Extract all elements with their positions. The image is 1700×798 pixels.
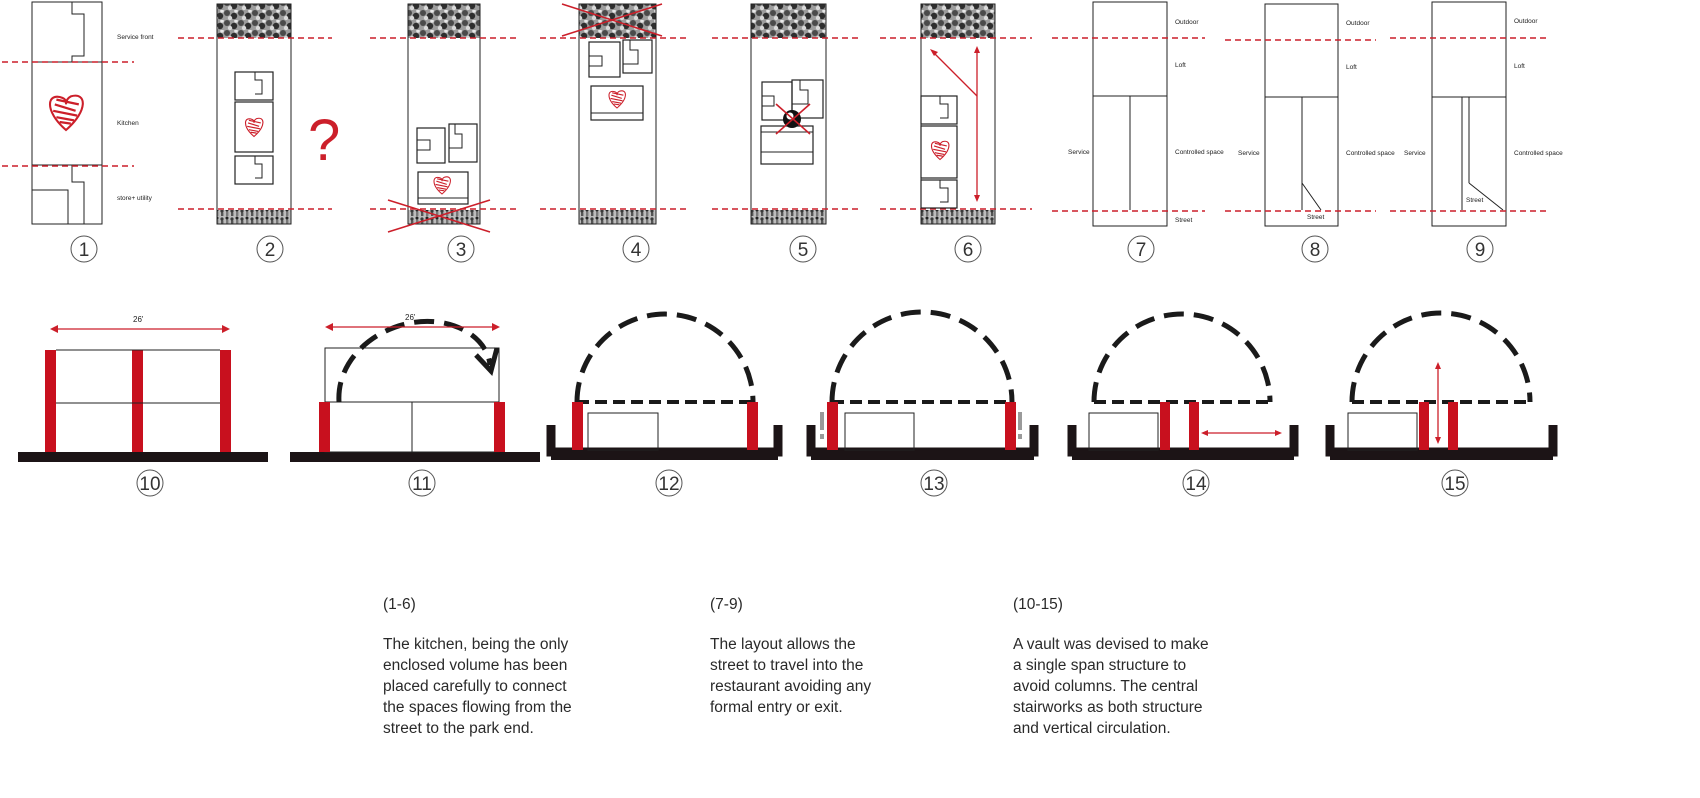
caption-range: (10-15) — [1013, 596, 1063, 613]
svg-text:15: 15 — [1444, 474, 1465, 495]
step-number-14: 14 — [1182, 469, 1210, 497]
svg-text:9: 9 — [1475, 240, 1486, 261]
caption-steps-7-9: (7-9) The layout allows the street to tr… — [710, 594, 910, 718]
caption-range: (7-9) — [710, 596, 743, 613]
p8-label-street: Street — [1307, 214, 1325, 221]
section-15 — [1325, 310, 1558, 460]
svg-text:1: 1 — [79, 240, 90, 261]
step-number-12: 12 — [655, 469, 683, 497]
step-number-9: 9 — [1466, 235, 1494, 263]
plan-3 — [370, 3, 520, 233]
p7-label-controlled: Controlled space — [1175, 149, 1224, 156]
plan-5 — [712, 3, 862, 225]
plan-4 — [540, 3, 690, 225]
svg-text:4: 4 — [631, 240, 642, 261]
section-12 — [546, 311, 783, 460]
dim-label-10: 26' — [133, 315, 144, 324]
caption-steps-1-6: (1-6) The kitchen, being the only enclos… — [383, 594, 603, 739]
caption-steps-10-15: (10-15) A vault was devised to make a si… — [1013, 594, 1243, 739]
plan-1: Service front Kitchen store+ utility — [2, 1, 154, 225]
caption-range: (1-6) — [383, 596, 416, 613]
caption-text: A vault was devised to make a single spa… — [1013, 636, 1209, 737]
caption-text: The layout allows the street to travel i… — [710, 636, 872, 716]
step-number-1: 1 — [70, 235, 98, 263]
step-number-4: 4 — [622, 235, 650, 263]
svg-text:8: 8 — [1310, 240, 1321, 261]
p9-label-street: Street — [1466, 197, 1484, 204]
p7-label-service: Service — [1068, 149, 1090, 156]
caption-text: The kitchen, being the only enclosed vol… — [383, 636, 572, 737]
svg-text:5: 5 — [798, 240, 809, 261]
section-14 — [1067, 311, 1299, 460]
step-number-2: 2 — [256, 235, 284, 263]
p8-label-controlled: Controlled space — [1346, 150, 1395, 157]
step-number-15: 15 — [1441, 469, 1469, 497]
label-store-utility: store+ utility — [117, 195, 153, 202]
dim-label-11: 26' — [405, 313, 416, 322]
p9-label-outdoor: Outdoor — [1514, 18, 1538, 25]
step-number-5: 5 — [789, 235, 817, 263]
plan-7: Outdoor Loft Service Controlled space St… — [1052, 1, 1224, 227]
question-mark: ? — [308, 108, 340, 173]
svg-text:12: 12 — [658, 474, 679, 495]
p8-label-outdoor: Outdoor — [1346, 20, 1370, 27]
step-number-11: 11 — [408, 469, 436, 497]
step-number-8: 8 — [1301, 235, 1329, 263]
step-number-7: 7 — [1127, 235, 1155, 263]
plan-8: Outdoor Loft Service Controlled space St… — [1225, 3, 1395, 227]
p8-label-loft: Loft — [1346, 64, 1357, 71]
step-number-3: 3 — [447, 235, 475, 263]
svg-text:13: 13 — [923, 474, 944, 495]
svg-text:3: 3 — [456, 240, 467, 261]
p7-label-outdoor: Outdoor — [1175, 19, 1199, 26]
plan-9: Outdoor Loft Service Controlled space St… — [1390, 1, 1563, 227]
p9-label-controlled: Controlled space — [1514, 150, 1563, 157]
section-10: 26' — [18, 315, 268, 462]
label-kitchen: Kitchen — [117, 120, 139, 127]
p7-label-street: Street — [1175, 217, 1193, 224]
step-number-13: 13 — [920, 469, 948, 497]
label-service-front: Service front — [117, 34, 154, 41]
plan-2: ? — [178, 3, 340, 225]
svg-text:2: 2 — [265, 240, 276, 261]
svg-text:14: 14 — [1185, 474, 1207, 495]
step-numbers: 1 2 3 4 5 6 7 8 9 10 11 12 13 14 15 — [70, 235, 1494, 497]
svg-text:6: 6 — [963, 240, 974, 261]
p7-label-loft: Loft — [1175, 62, 1186, 69]
svg-text:7: 7 — [1136, 240, 1147, 261]
p9-label-loft: Loft — [1514, 63, 1525, 70]
p9-label-service: Service — [1404, 150, 1426, 157]
section-11: 26' — [290, 313, 540, 462]
step-number-10: 10 — [136, 469, 164, 497]
svg-text:10: 10 — [139, 474, 160, 495]
p8-label-service: Service — [1238, 150, 1260, 157]
step-number-6: 6 — [954, 235, 982, 263]
section-13 — [806, 309, 1039, 460]
plan-6 — [880, 3, 1032, 225]
svg-text:11: 11 — [412, 474, 432, 495]
